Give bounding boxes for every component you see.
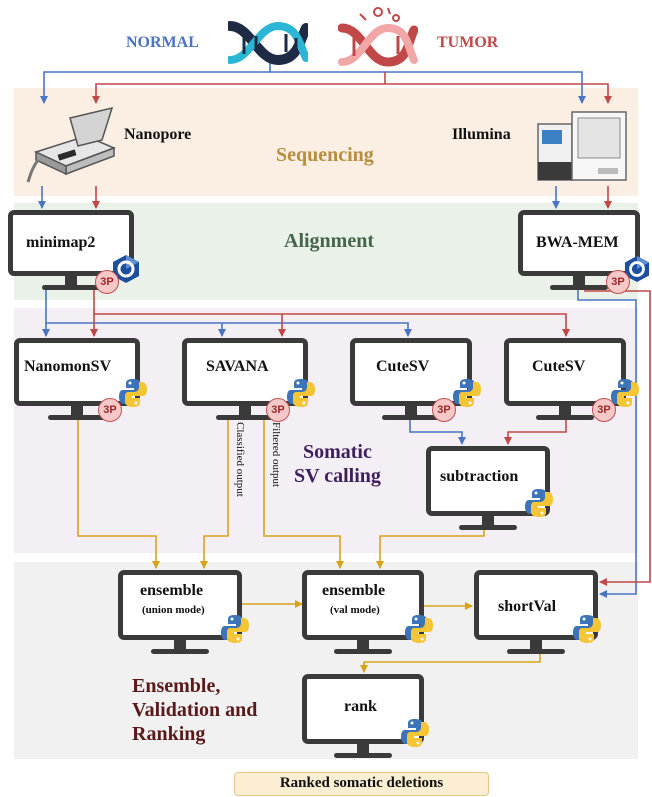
tumor-label: TUMOR [437, 34, 499, 51]
cutesv-short-monitor [504, 338, 626, 420]
python-icon [610, 378, 640, 408]
ensemble-title: Ensemble, Validation and Ranking [132, 674, 257, 746]
savana-classified-to-ensemble-union [200, 418, 229, 569]
bwa-to-shortval-tumor [584, 290, 651, 586]
filtered-output-label: Filtered output [270, 422, 282, 488]
ensemble-union-label: ensemble [140, 582, 204, 599]
bwa-mem-monitor [518, 210, 640, 290]
cutesv-short-label: CuteSV [532, 358, 586, 375]
savana-label: SAVANA [206, 358, 269, 375]
shortval-to-rank [360, 648, 541, 673]
sequencing-band [14, 88, 638, 196]
shortval-label: shortVal [498, 598, 557, 615]
classified-output-label: Classified output [234, 422, 246, 497]
ensemble-val-label: ensemble [322, 582, 386, 599]
dna-icon [225, 20, 311, 66]
3p-badge-icon: 3P [592, 398, 616, 422]
cpp-icon [624, 254, 650, 284]
python-icon [524, 488, 554, 518]
subtraction-label: subtraction [440, 468, 519, 485]
tumor-input-line [385, 83, 612, 104]
savana-monitor [182, 338, 308, 420]
normal-input-line [270, 71, 586, 104]
3p-badge-icon: 3P [432, 398, 456, 422]
python-icon [220, 614, 250, 644]
bwa-to-shortval-normal [577, 286, 637, 598]
python-icon [452, 378, 482, 408]
minimap2-normal-bus [45, 286, 412, 337]
alignment-title: Alignment [284, 230, 374, 252]
savana-filtered-to-ensemble-val [263, 418, 344, 569]
bwa-mem-label: BWA-MEM [536, 234, 619, 251]
ensemble-val-mode-label: (val mode) [330, 604, 380, 616]
ensemble-union-mode-label: (union mode) [142, 604, 205, 616]
python-icon [118, 378, 148, 408]
cutesv-long-monitor [350, 338, 472, 420]
3p-badge-icon: 3P [606, 270, 630, 294]
ensemble-val-monitor [302, 570, 424, 654]
ranked-deletions-output: Ranked somatic deletions [234, 772, 489, 796]
minimap2-tumor-bus [93, 286, 570, 337]
tumor-dna-icon [337, 6, 419, 68]
cutesv-long-label: CuteSV [376, 358, 430, 375]
illumina-sequencer-icon [536, 108, 628, 184]
minimap2-label: minimap2 [26, 234, 96, 251]
subtraction-monitor [426, 446, 550, 530]
nanomonsv-to-ensemble-union [77, 418, 160, 569]
illumina-label: Illumina [452, 126, 511, 143]
nanopore-label: Nanopore [124, 126, 192, 143]
cutesv-to-subtraction [409, 418, 466, 445]
somatic-title-text: Somatic SV calling [294, 441, 381, 487]
3p-badge-icon: 3P [95, 270, 119, 294]
3p-badge-icon: 3P [266, 398, 290, 422]
ensemble-union-monitor [118, 570, 242, 654]
python-icon [286, 378, 316, 408]
cutesv-to-subtraction [504, 418, 567, 445]
normal-input-line [40, 60, 271, 104]
nanopore-device-icon [26, 106, 122, 184]
python-icon [572, 614, 602, 644]
ensemble-title-text: Ensemble, Validation and Ranking [132, 675, 258, 745]
rank-label: rank [344, 698, 377, 715]
somatic-title: Somatic SV calling [294, 440, 381, 488]
normal-label: NORMAL [126, 34, 199, 51]
nanomonsv-monitor [14, 338, 140, 420]
python-icon [404, 614, 434, 644]
tumor-input-line [92, 72, 386, 104]
3p-badge-icon: 3P [98, 398, 122, 422]
sequencing-title: Sequencing [276, 144, 374, 166]
python-icon [400, 718, 430, 748]
cpp-icon [112, 254, 140, 284]
nanomonsv-label: NanomonSV [24, 358, 112, 375]
